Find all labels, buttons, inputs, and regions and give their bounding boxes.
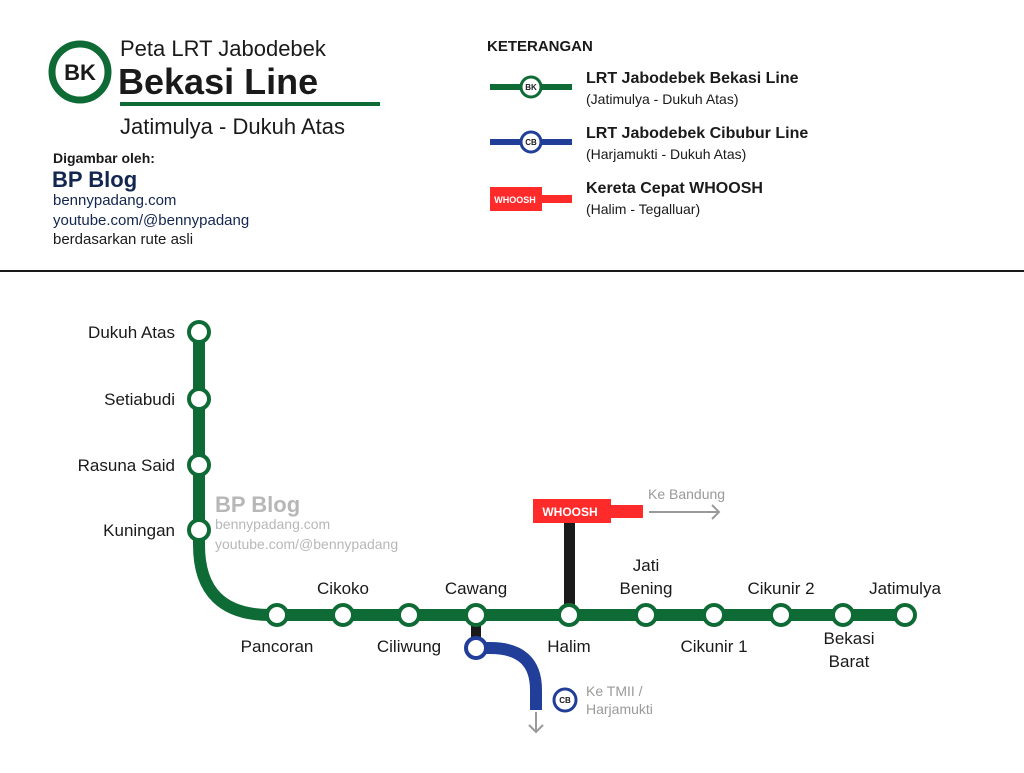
station-dukuh-atas[interactable]: Dukuh Atas [88,320,211,344]
station-marker[interactable] [557,603,581,627]
legend-item-whoosh: WHOOSH Kereta Cepat WHOOSH (Halim - Tega… [490,180,763,217]
title-underline [120,102,380,106]
station-label: Bening [620,579,673,598]
station-marker[interactable] [831,603,855,627]
station-label: Dukuh Atas [88,323,175,342]
cibubur-connector [471,615,481,649]
blog-name: BP Blog [52,167,137,192]
map-title: Bekasi Line [118,61,318,102]
legend-name: LRT Jabodebek Cibubur Line [586,125,808,142]
watermark-blog: BP Blog [215,492,300,517]
watermark-website: bennypadang.com [215,516,330,532]
whoosh-direction: Ke Bandung [648,486,725,502]
station-cawang[interactable]: Cawang [445,579,507,627]
red-line-swatch [540,195,572,203]
station-label: Barat [829,652,870,671]
station-label: Jatimulya [869,579,941,598]
watermark-youtube: youtube.com/@bennypadang [215,536,398,552]
legend-route: (Harjamukti - Dukuh Atas) [586,146,746,162]
station-rasuna-said[interactable]: Rasuna Said [78,453,211,477]
website-link[interactable]: bennypadang.com [53,192,176,209]
whoosh-box [533,499,611,523]
whoosh-badge [490,187,542,211]
route-text: Jatimulya - Dukuh Atas [120,114,345,139]
station-cikoko[interactable]: Cikoko [317,579,369,627]
station-label: Pancoran [241,637,314,656]
logo-badge-text: BK [64,60,96,85]
whoosh-label: WHOOSH [542,505,597,519]
bk-badge-text: BK [525,83,537,92]
legend-item-bekasi: BK LRT Jabodebek Bekasi Line (Jatimulya … [490,70,799,107]
arrow-down-icon [528,712,544,734]
station-label: Cikoko [317,579,369,598]
station-setiabudi[interactable]: Setiabudi [104,387,211,411]
station-label: Cikunir 2 [747,579,814,598]
map-subtitle: Peta LRT Jabodebek [120,36,327,61]
cibubur-direction-2: Harjamukti [586,701,653,717]
legend-item-cibubur: CB LRT Jabodebek Cibubur Line (Harjamukt… [490,125,808,162]
station-marker[interactable] [634,603,658,627]
station-kuningan[interactable]: Kuningan [103,518,211,542]
station-ciliwung[interactable]: Ciliwung [377,603,441,656]
station-marker[interactable] [331,603,355,627]
cb-badge-icon [552,687,578,713]
legend-route: (Halim - Tegalluar) [586,201,700,217]
drawn-by-label: Digambar oleh: [53,150,155,166]
cb-badge-text: CB [559,696,571,705]
header: BK Peta LRT Jabodebek Bekasi Line Jatimu… [48,36,380,248]
station-cikunir-2[interactable]: Cikunir 2 [747,579,815,627]
station-label: Jati [633,556,659,575]
station-marker[interactable] [397,603,421,627]
station-label: Bekasi [823,629,874,648]
bk-badge-icon [519,75,543,99]
station-label: Ciliwung [377,637,441,656]
station-pancoran[interactable]: Pancoran [241,603,314,656]
legend-route: (Jatimulya - Dukuh Atas) [586,91,739,107]
arrow-right-icon [649,504,721,520]
cibubur-line [476,642,542,710]
station-marker[interactable] [187,453,211,477]
station-marker[interactable] [893,603,917,627]
station-marker[interactable] [187,320,211,344]
station-marker[interactable] [265,603,289,627]
cb-badge-text: CB [525,138,537,147]
legend-name: Kereta Cepat WHOOSH [586,180,763,197]
watermark: BP Blog bennypadang.com youtube.com/@ben… [215,492,398,552]
legend-name: LRT Jabodebek Bekasi Line [586,70,799,87]
station-halim[interactable]: Halim [547,603,591,656]
bekasi-line [193,332,905,621]
station-jatimulya[interactable]: Jatimulya [869,579,941,627]
whoosh-connector [564,518,575,615]
station-marker[interactable] [187,518,211,542]
station-cikunir-1[interactable]: Cikunir 1 [680,603,748,656]
station-marker[interactable] [702,603,726,627]
station-marker[interactable] [769,603,793,627]
source-note: berdasarkan rute asli [53,231,193,248]
youtube-link[interactable]: youtube.com/@bennypadang [53,212,249,229]
whoosh-badge-text: WHOOSH [494,195,536,205]
station-label: Setiabudi [104,390,175,409]
whoosh-line [609,505,643,518]
cawang-cibubur-station[interactable] [464,636,488,660]
station-label: Rasuna Said [78,456,175,475]
station-marker[interactable] [464,603,488,627]
legend-title: KETERANGAN [487,38,593,55]
cibubur-direction: Ke TMII / [586,683,643,699]
legend: KETERANGAN BK LRT Jabodebek Bekasi Line … [487,38,808,217]
station-label: Cikunir 1 [680,637,747,656]
station-label: Kuningan [103,521,175,540]
cb-badge-icon [519,130,543,154]
divider [0,270,1024,272]
station-label: Cawang [445,579,507,598]
bk-line-logo [48,40,112,104]
station-marker[interactable] [187,387,211,411]
station-label: Halim [547,637,590,656]
